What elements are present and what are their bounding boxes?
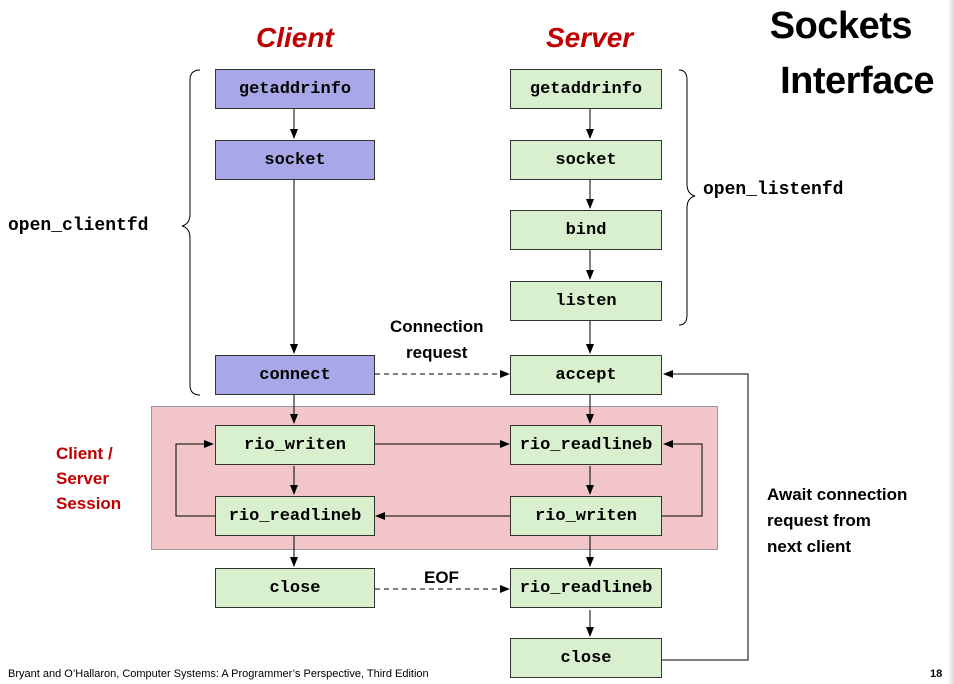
await-loop	[662, 370, 749, 661]
server-brace	[678, 69, 696, 326]
session-line3: Session	[56, 494, 122, 513]
client-rio-readlineb-box: rio_readlineb	[215, 496, 375, 536]
await-line3: next client	[767, 537, 852, 556]
server-rio-readlineb-box: rio_readlineb	[510, 425, 662, 465]
server-loop	[662, 440, 703, 517]
slide-title-line1: Sockets	[769, 5, 913, 47]
await-connection-label: Await connection request from next clien…	[767, 482, 907, 560]
client-getaddrinfo-box: getaddrinfo	[215, 69, 375, 109]
server-socket-box: socket	[510, 140, 662, 180]
slide-edge-shadow	[948, 0, 954, 684]
server-heading: Server	[546, 22, 634, 53]
connection-request-label: Connection request	[390, 314, 484, 366]
server-close-box: close	[510, 638, 662, 678]
open-listenfd-label: open_listenfd	[703, 180, 844, 200]
server-listen-box: listen	[510, 281, 662, 321]
slide-title-line2: Interface	[780, 60, 934, 102]
session-line2: Server	[56, 469, 109, 488]
page-number: 18	[930, 668, 943, 680]
client-brace	[181, 69, 201, 396]
server-bind-box: bind	[510, 210, 662, 250]
client-heading: Client	[256, 22, 334, 53]
connection-request-line1: Connection	[390, 317, 484, 336]
await-line1: Await connection	[767, 485, 908, 504]
footer-citation: Bryant and O’Hallaron, Computer Systems:…	[8, 668, 429, 680]
server-accept-box: accept	[510, 355, 662, 395]
await-line2: request from	[767, 511, 871, 530]
open-clientfd-label: open_clientfd	[8, 216, 149, 236]
session-line1: Client /	[56, 444, 113, 463]
client-connect-box: connect	[215, 355, 375, 395]
client-rio-writen-box: rio_writen	[215, 425, 375, 465]
server-rio-writen-box: rio_writen	[510, 496, 662, 536]
client-server-session-label: Client / Server Session	[56, 441, 121, 516]
server-rio-readlineb2-box: rio_readlineb	[510, 568, 662, 608]
client-loop	[175, 440, 215, 517]
server-getaddrinfo-box: getaddrinfo	[510, 69, 662, 109]
connection-request-line2: request	[406, 343, 468, 362]
client-close-box: close	[215, 568, 375, 608]
eof-label: EOF	[424, 568, 459, 587]
client-socket-box: socket	[215, 140, 375, 180]
